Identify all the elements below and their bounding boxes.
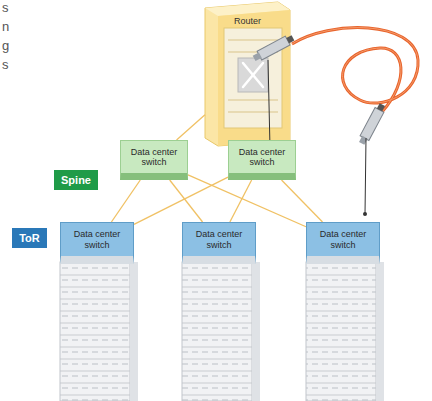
node-text: Router xyxy=(234,16,261,26)
spine-switch: Data center switch xyxy=(228,140,296,180)
node-text: Data center switch xyxy=(187,229,251,250)
cropped-text: s xyxy=(2,0,9,15)
link-line xyxy=(111,180,140,222)
link-line xyxy=(170,180,203,222)
leader-line xyxy=(268,60,366,214)
link-line xyxy=(177,115,205,140)
node-text: Data center switch xyxy=(65,229,129,250)
tier-tag: Spine xyxy=(54,170,98,190)
tor-switch: Data center switch xyxy=(182,222,256,264)
link-line xyxy=(282,180,323,222)
dac-cable xyxy=(252,28,418,146)
tor-switch: Data center switch xyxy=(60,222,134,264)
tor-switch: Data center switch xyxy=(306,222,380,264)
leader-dot xyxy=(363,212,367,216)
node-text: Data center switch xyxy=(233,147,291,168)
node-text: Data center switch xyxy=(125,147,183,168)
link-line xyxy=(188,175,306,227)
node-text: Spine xyxy=(61,174,91,186)
spine-switch: Data center switch xyxy=(120,140,188,180)
link-line xyxy=(230,180,252,222)
cropped-text: s xyxy=(2,57,9,72)
cropped-text: n xyxy=(2,19,9,34)
tier-tag: ToR xyxy=(12,228,47,248)
router-cabinet xyxy=(205,2,290,146)
server-rack xyxy=(60,262,384,401)
node-text: ToR xyxy=(19,232,40,244)
link-line xyxy=(134,177,228,224)
node-text: Data center switch xyxy=(311,229,375,250)
router: Router xyxy=(205,10,290,144)
cropped-text: g xyxy=(2,38,9,53)
